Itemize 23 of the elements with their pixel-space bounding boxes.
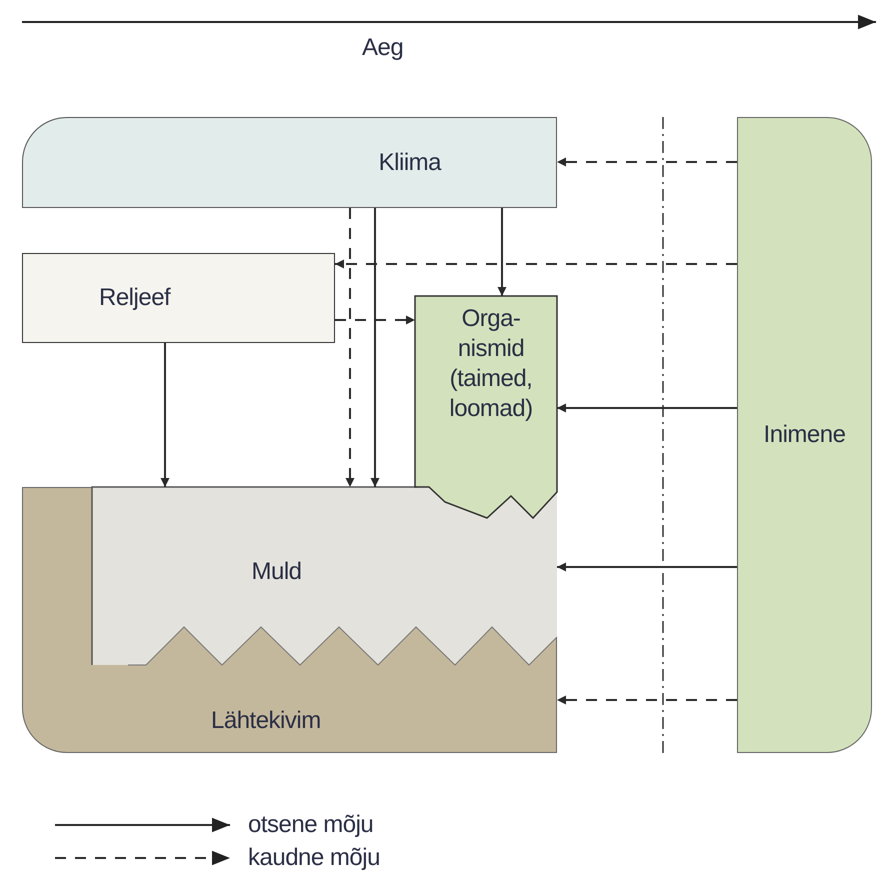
relief-box: [22, 253, 335, 343]
arrow: [557, 562, 737, 572]
node-label: Lähtekivim: [211, 707, 321, 734]
climate-box: [22, 117, 557, 208]
node-label: Reljeef: [99, 283, 170, 313]
human-box: [737, 117, 872, 753]
node-label: Inimene: [764, 420, 846, 450]
legend-label: otsene mõju: [248, 810, 374, 840]
axis-label: Aeg: [362, 33, 404, 63]
arrow: [346, 208, 354, 487]
arrow: [370, 208, 380, 487]
legend-label: kaudne mõju: [248, 843, 380, 873]
arrow: [335, 316, 415, 324]
parent-rock-box: [22, 487, 557, 753]
node-label: Muld: [252, 558, 302, 584]
arrow: [557, 404, 737, 412]
node-label: Orga- nismid (taimed, loomad): [449, 305, 533, 422]
arrow: [498, 208, 506, 296]
node-label: Kliima: [378, 148, 441, 178]
arrow: [557, 158, 737, 166]
arrow: [557, 696, 737, 704]
arrow: [160, 343, 170, 487]
arrow: [335, 260, 737, 268]
